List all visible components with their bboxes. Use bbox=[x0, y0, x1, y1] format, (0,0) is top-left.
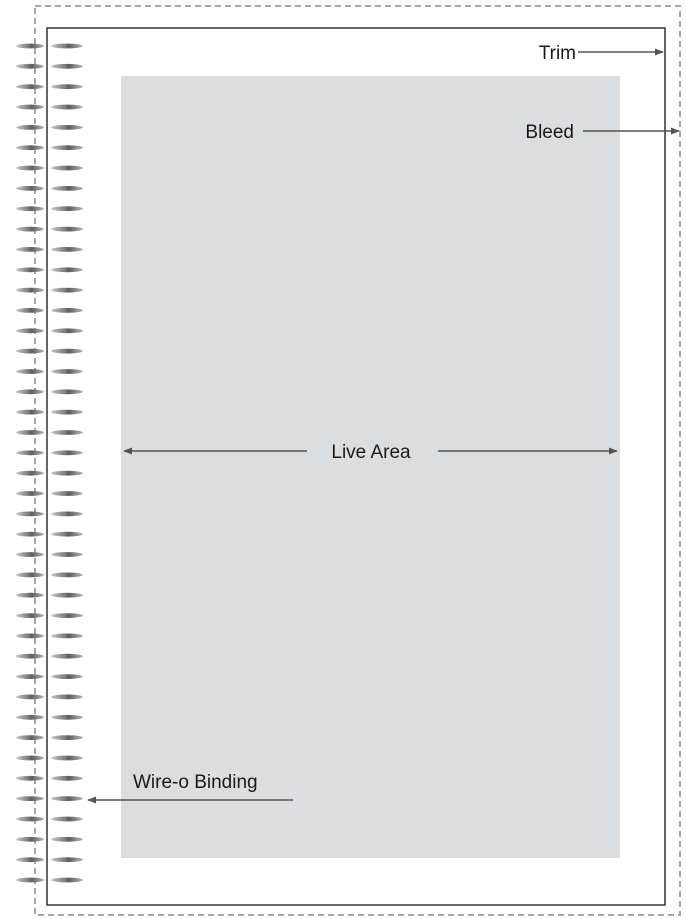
binding-loop bbox=[51, 511, 83, 517]
binding-loop bbox=[51, 43, 83, 49]
binding-loop bbox=[16, 857, 44, 863]
binding-loop bbox=[51, 287, 83, 293]
binding-loop bbox=[51, 613, 83, 618]
binding-loop bbox=[16, 796, 44, 801]
binding-loop bbox=[16, 836, 44, 842]
binding-loop bbox=[16, 714, 44, 720]
binding-loop bbox=[16, 491, 44, 496]
binding-loop bbox=[16, 206, 44, 212]
binding-loop bbox=[16, 63, 44, 69]
binding-loop bbox=[16, 84, 44, 90]
binding-loop bbox=[51, 328, 83, 334]
binding-loop bbox=[16, 145, 44, 151]
bleed-boundary bbox=[34, 5, 681, 916]
binding-loop bbox=[16, 450, 44, 456]
binding-loop bbox=[51, 816, 83, 822]
binding-loop bbox=[16, 43, 44, 49]
binding-loop bbox=[16, 186, 44, 191]
live-area bbox=[121, 76, 620, 858]
binding-loop bbox=[16, 531, 44, 537]
binding-loop bbox=[51, 633, 83, 639]
binding-loop bbox=[51, 125, 83, 130]
binding-loop bbox=[16, 328, 44, 334]
binding-loop bbox=[16, 755, 44, 761]
binding-loop bbox=[51, 267, 83, 273]
binding-loop bbox=[51, 531, 83, 537]
binding-loop bbox=[51, 369, 83, 374]
binding-loop bbox=[51, 775, 83, 781]
binding-loop bbox=[16, 430, 44, 435]
binding-loop bbox=[51, 491, 83, 496]
wire-o-binding bbox=[16, 43, 83, 883]
bleed-label: Bleed bbox=[525, 122, 574, 143]
binding-loop bbox=[51, 104, 83, 110]
binding-loop bbox=[51, 308, 83, 313]
binding-loop bbox=[16, 369, 44, 374]
binding-loop bbox=[16, 104, 44, 110]
binding-loop bbox=[51, 674, 83, 679]
trim-label: Trim bbox=[539, 43, 576, 64]
binding-loop bbox=[51, 450, 83, 456]
binding-loop bbox=[51, 470, 83, 476]
binding-loop bbox=[51, 714, 83, 720]
binding-loop bbox=[51, 755, 83, 761]
binding-loop bbox=[16, 816, 44, 822]
binding-loop bbox=[16, 247, 44, 252]
binding-loop bbox=[16, 674, 44, 679]
binding-loop bbox=[16, 409, 44, 415]
binding-loop bbox=[16, 552, 44, 557]
trim-boundary bbox=[46, 27, 666, 906]
binding-loop bbox=[51, 348, 83, 354]
binding-loop bbox=[51, 206, 83, 212]
binding-loop bbox=[51, 247, 83, 252]
binding-loop bbox=[51, 226, 83, 232]
binding-loop bbox=[51, 877, 83, 883]
binding-loop bbox=[16, 165, 44, 171]
binding-loop bbox=[51, 186, 83, 191]
binding-loop bbox=[16, 633, 44, 639]
binding-loop bbox=[16, 287, 44, 293]
binding-loop bbox=[51, 572, 83, 578]
binding-loop bbox=[51, 857, 83, 863]
binding-loop bbox=[16, 613, 44, 618]
binding-loop bbox=[16, 592, 44, 598]
binding-loop bbox=[16, 348, 44, 354]
binding-loop bbox=[16, 877, 44, 883]
binding-loop bbox=[51, 165, 83, 171]
binding-loop bbox=[51, 653, 83, 659]
binding-loop bbox=[16, 308, 44, 313]
binding-loop bbox=[51, 430, 83, 435]
binding-loop bbox=[16, 470, 44, 476]
binding-label: Wire-o Binding bbox=[133, 772, 258, 793]
binding-loop bbox=[16, 694, 44, 700]
binding-loop bbox=[51, 694, 83, 700]
binding-loop bbox=[51, 552, 83, 557]
binding-loop bbox=[16, 735, 44, 740]
binding-loop bbox=[51, 145, 83, 151]
binding-loop bbox=[51, 735, 83, 740]
binding-loop bbox=[51, 63, 83, 69]
live-area-label: Live Area bbox=[331, 442, 411, 463]
binding-loop bbox=[16, 267, 44, 273]
binding-loop bbox=[16, 572, 44, 578]
binding-loop bbox=[16, 775, 44, 781]
binding-loop bbox=[51, 84, 83, 90]
binding-loop bbox=[51, 796, 83, 801]
binding-loop bbox=[51, 409, 83, 415]
binding-loop bbox=[51, 389, 83, 395]
binding-loop bbox=[16, 653, 44, 659]
binding-loop bbox=[16, 125, 44, 130]
binding-loop bbox=[51, 592, 83, 598]
binding-loop bbox=[51, 836, 83, 842]
binding-loop bbox=[16, 389, 44, 395]
binding-loop bbox=[16, 226, 44, 232]
binding-loop bbox=[16, 511, 44, 517]
